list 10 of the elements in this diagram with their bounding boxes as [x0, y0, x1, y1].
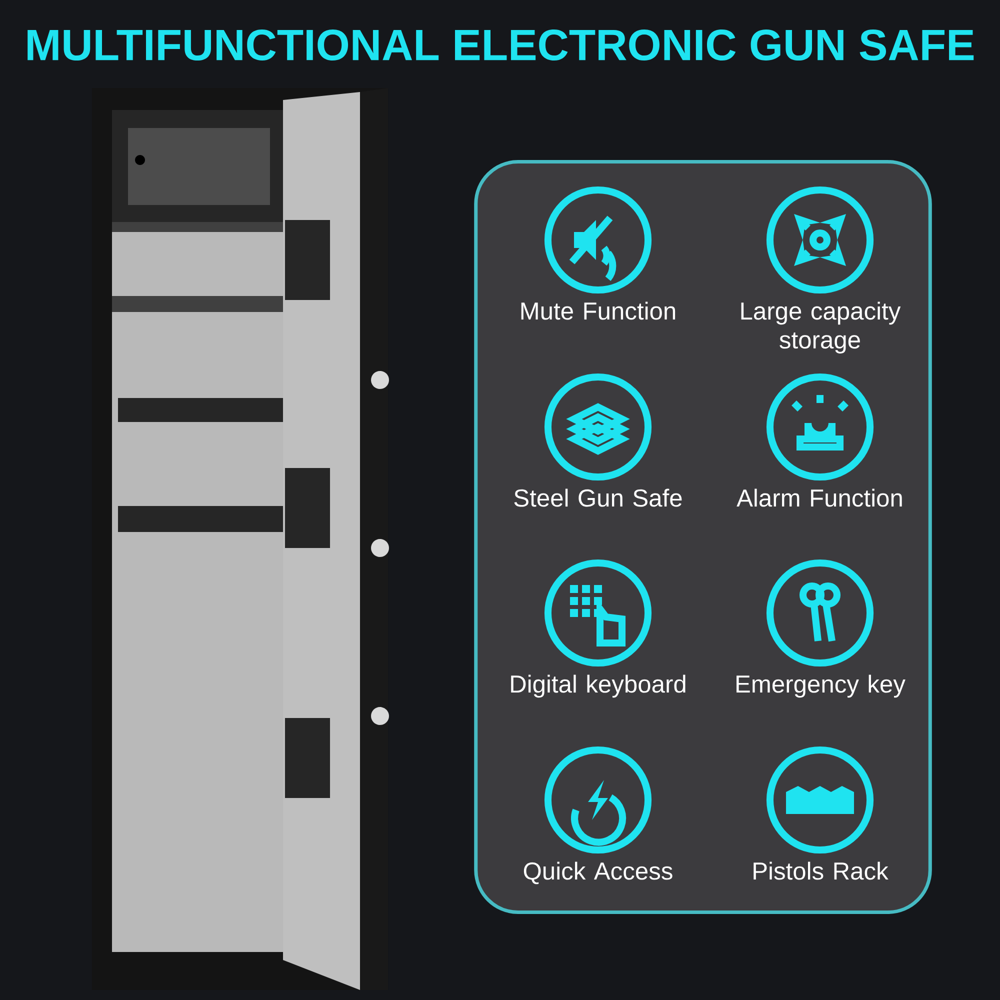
feature-panel — [474, 160, 932, 914]
feature-label: Steel Gun Safe — [514, 488, 682, 507]
feature-label: Large capacity storage — [741, 302, 901, 354]
feature-label: Digital keyboard — [511, 674, 686, 698]
feature-label: Mute Function — [521, 302, 676, 320]
feature-label: Emergency key — [736, 674, 906, 698]
feature-label: Pistols Rack — [754, 862, 888, 880]
title: MULTIFUNCTIONAL ELECTRONIC GUN SAFE — [28, 30, 974, 61]
feature-label: Quick Access — [524, 862, 672, 884]
feature-label: Alarm Function — [736, 488, 902, 507]
